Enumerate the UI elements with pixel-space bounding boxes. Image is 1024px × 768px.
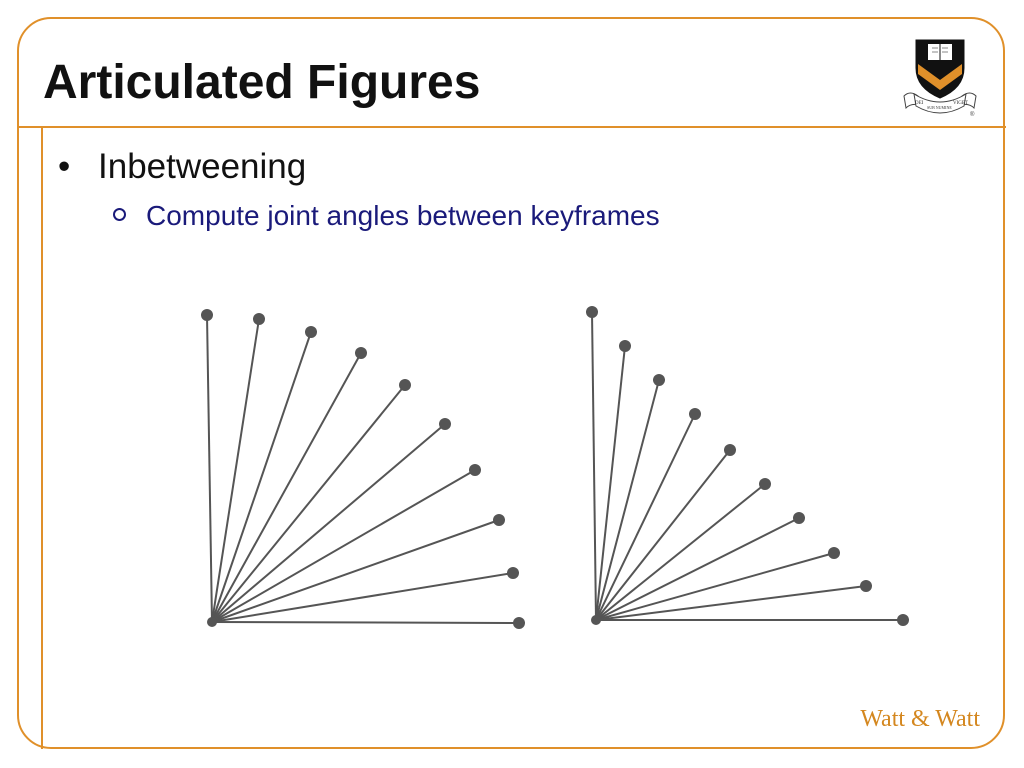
logo-registered-mark: ® [970,111,975,118]
bullet-text: Inbetweening [98,147,307,186]
logo-motto-left: DEI [915,101,924,106]
source-credit: Watt & Watt [860,706,980,732]
bullet-inbetweening: • Inbetweening [58,146,306,188]
sub-bullet-text: Compute joint angles between keyframes [146,200,660,231]
sub-bullet-compute-joint-angles: Compute joint angles between keyframes [113,199,660,233]
slide-frame [17,17,1005,749]
title-divider [18,126,1006,128]
bullet-dot: • [58,147,71,186]
logo-motto-right: VIGET [953,101,968,106]
slide-title: Articulated Figures [43,56,481,109]
sub-bullet-ring [113,208,126,222]
princeton-shield-icon: DEI SUB NUMINE VIGET ® [903,39,977,118]
left-margin-rule [41,127,43,749]
logo-motto-center: SUB NUMINE [927,105,952,110]
